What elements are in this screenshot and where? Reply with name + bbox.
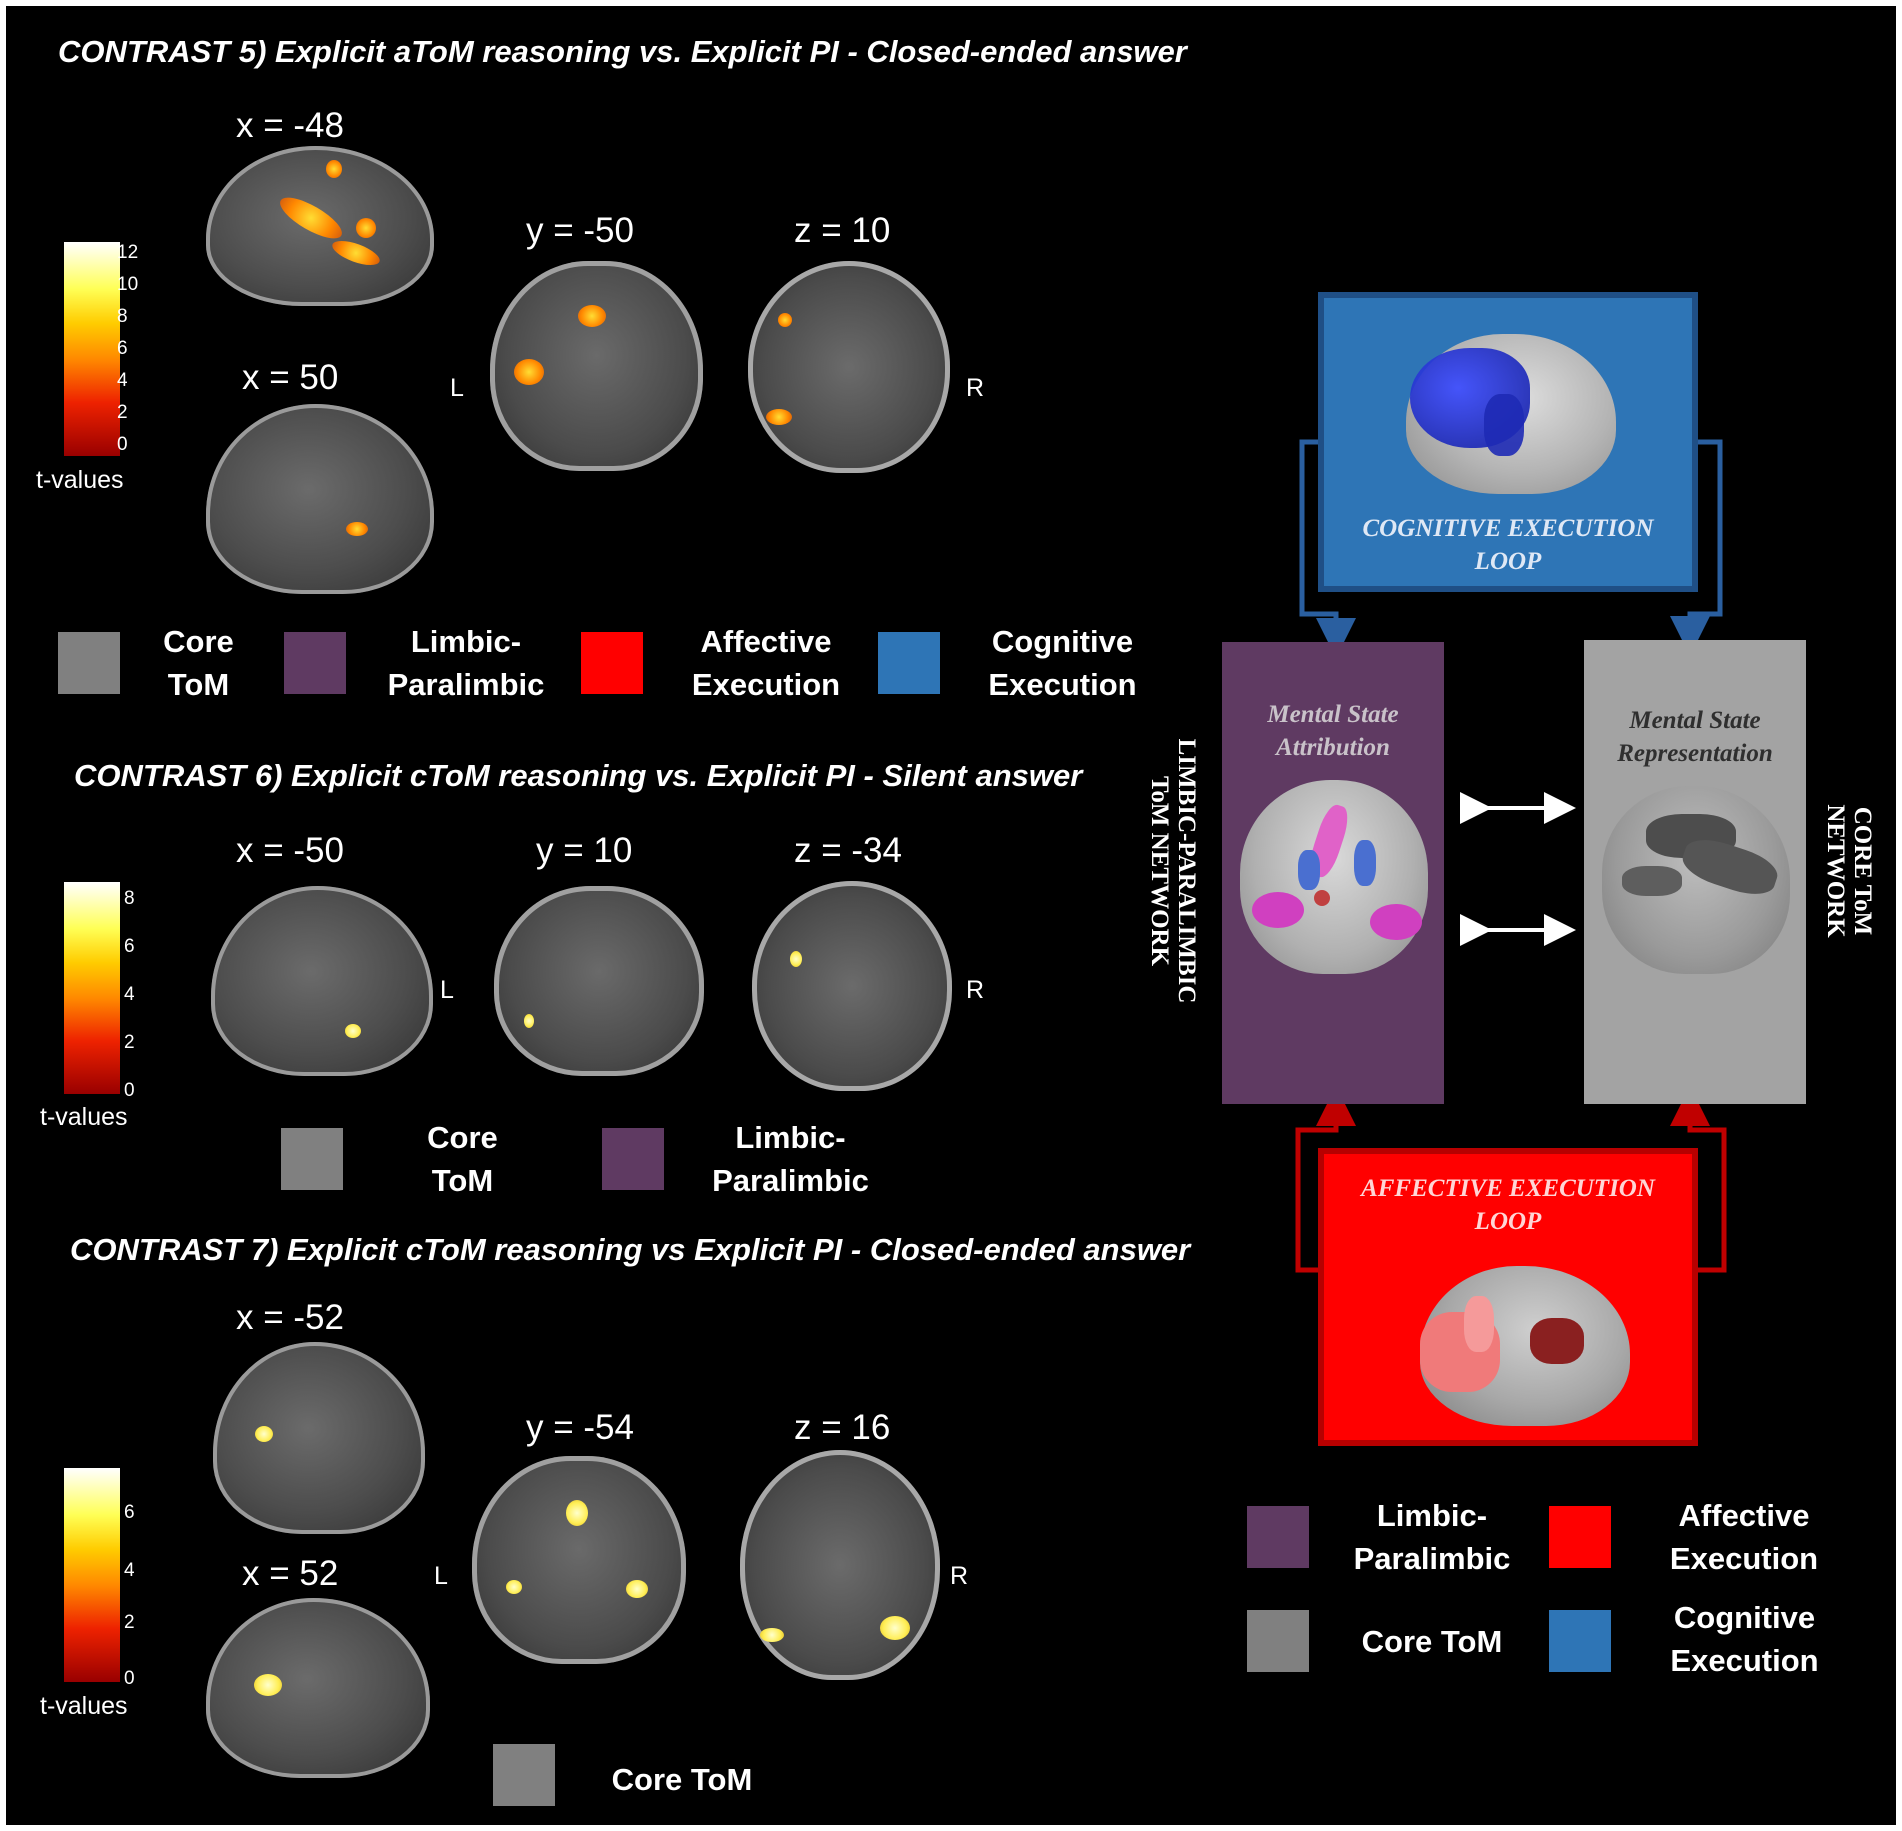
contrast5-tick: 6 — [117, 338, 128, 359]
affective-to-core-arrow — [1670, 1086, 1727, 1273]
contrast6-tick: 2 — [124, 1032, 135, 1053]
contrast6-tick: 0 — [124, 1080, 135, 1101]
contrast7-right-label: R — [950, 1562, 969, 1590]
contrast5-tick: 12 — [117, 242, 139, 263]
contrast7-axial-slice — [740, 1450, 940, 1680]
contrast6-coord-z-neg34: z = -34 — [794, 831, 902, 870]
contrast7-legend-core-tom: Core ToM — [611, 1762, 753, 1797]
contrast5-coord-y-neg50: y = -50 — [526, 211, 634, 250]
diagram-legend-swatch-core-tom — [1247, 1610, 1309, 1672]
contrast5-colorbar-label: t-values — [36, 466, 124, 494]
contrast5-legend-limbic: Limbic-Paralimbic — [387, 624, 545, 702]
contrast5-colorbar — [64, 242, 120, 456]
core-3d-brain — [1602, 786, 1790, 974]
contrast5-coord-z-10: z = 10 — [794, 211, 891, 250]
contrast6-coronal-slice — [494, 886, 704, 1076]
contrast5-tick: 4 — [117, 370, 128, 391]
contrast6-left-label: L — [440, 976, 454, 1004]
contrast5-tick: 8 — [117, 306, 128, 327]
contrast7-tick: 4 — [124, 1560, 135, 1581]
contrast6-legend-swatch-core-tom — [281, 1128, 343, 1190]
contrast5-tick: 10 — [117, 274, 139, 295]
contrast5-legend-swatch-limbic — [284, 632, 346, 694]
diagram-connectors — [1295, 439, 1727, 1273]
diagram-legend-swatch-limbic — [1247, 1506, 1309, 1568]
contrast5-coronal-slice — [490, 261, 703, 471]
contrast6-title: CONTRAST 6) Explicit cToM reasoning vs. … — [74, 758, 1083, 793]
contrast7-left-label: L — [434, 1562, 448, 1590]
contrast7-tick: 0 — [124, 1668, 135, 1689]
contrast6-legend-swatch-limbic — [602, 1128, 664, 1190]
diagram-legend-swatch-affective — [1549, 1506, 1611, 1568]
cognitive-to-core-arrow — [1670, 439, 1723, 656]
contrast7-coronal-slice — [472, 1456, 686, 1664]
affective-3d-brain — [1420, 1266, 1630, 1426]
contrast5-left-label: L — [450, 374, 464, 402]
contrast7-coord-x-52: x = 52 — [242, 1554, 339, 1593]
diagram-legend-core-tom: Core ToM — [1361, 1624, 1503, 1659]
contrast5-right-label: R — [966, 374, 985, 402]
cognitive-3d-brain — [1406, 334, 1616, 494]
contrast7-coord-z-16: z = 16 — [794, 1408, 891, 1447]
contrast6-axial-slice — [752, 881, 952, 1091]
contrast6-tick: 8 — [124, 888, 135, 909]
contrast6-right-label: R — [966, 976, 985, 1004]
contrast5-legend-swatch-affective — [581, 632, 643, 694]
contrast5-title: CONTRAST 5) Explicit aToM reasoning vs. … — [58, 34, 1187, 69]
contrast7-colorbar-label: t-values — [40, 1692, 128, 1720]
limbic-3d-brain — [1240, 780, 1428, 974]
contrast5-legend-swatch-cognitive — [878, 632, 940, 694]
contrast6-sagittal-slice — [211, 886, 433, 1076]
contrast5-coord-x-50: x = 50 — [242, 358, 339, 397]
affective-to-limbic-arrow — [1295, 1086, 1356, 1273]
contrast7-coord-x-neg52: x = -52 — [236, 1298, 344, 1337]
contrast5-tick: 2 — [117, 402, 128, 423]
contrast5-axial-slice — [748, 261, 950, 473]
cognitive-to-limbic-arrow — [1299, 439, 1356, 658]
contrast5-tick: 0 — [117, 434, 128, 455]
contrast7-sagittal-right-slice — [206, 1598, 430, 1778]
contrast7-legend-swatch-core-tom — [493, 1744, 555, 1806]
contrast7-coord-y-neg54: y = -54 — [526, 1408, 634, 1447]
contrast7-tick: 2 — [124, 1612, 135, 1633]
contrast5-coord-x-neg48: x = -48 — [236, 106, 344, 145]
contrast7-tick: 6 — [124, 1502, 135, 1523]
contrast7-colorbar — [64, 1468, 120, 1682]
contrast6-legend-limbic: Limbic-Paralimbic — [712, 1120, 869, 1198]
contrast5-sagittal-left-slice — [206, 146, 434, 306]
diagram-legend-limbic: Limbic-Paralimbic — [1353, 1498, 1511, 1576]
contrast5-legend-swatch-core-tom — [58, 632, 120, 694]
contrast6-tick: 4 — [124, 984, 135, 1005]
figure-panel: CONTRAST 5) Explicit aToM reasoning vs. … — [6, 6, 1896, 1825]
contrast5-sagittal-right-slice — [206, 404, 434, 594]
contrast6-colorbar-label: t-values — [40, 1103, 128, 1131]
contrast7-sagittal-left-slice — [213, 1342, 425, 1534]
contrast6-colorbar — [64, 882, 120, 1094]
contrast6-coord-x-neg50: x = -50 — [236, 831, 344, 870]
contrast7-title: CONTRAST 7) Explicit cToM reasoning vs E… — [70, 1232, 1191, 1267]
contrast6-coord-y-10: y = 10 — [536, 831, 633, 870]
diagram-legend-swatch-cognitive — [1549, 1610, 1611, 1672]
contrast6-tick: 6 — [124, 936, 135, 957]
